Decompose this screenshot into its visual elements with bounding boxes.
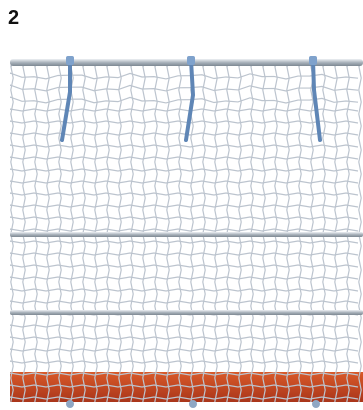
net-horizontal-strand — [10, 336, 359, 340]
net-vertical-strand — [10, 65, 14, 403]
net-vertical-strand — [322, 65, 326, 403]
bottom-anchor-2 — [189, 400, 197, 408]
net-mesh — [10, 65, 362, 403]
net-vertical-strand — [238, 65, 242, 403]
strap-clip-1 — [66, 56, 74, 65]
net-vertical-strand — [70, 65, 74, 403]
net-horizontal-strand — [10, 192, 359, 196]
net-horizontal-strand — [10, 276, 359, 280]
net-vertical-strand — [22, 65, 26, 403]
net-horizontal-strand — [10, 324, 359, 328]
net-vertical-strand — [310, 65, 314, 403]
net-horizontal-strand — [10, 204, 359, 208]
net-vertical-strand — [274, 65, 278, 403]
strap-clip-2 — [187, 56, 195, 65]
net-horizontal-strand — [10, 348, 359, 352]
strap-clips — [66, 56, 317, 65]
net-horizontal-strand — [10, 216, 359, 220]
net-vertical-strand — [58, 65, 62, 403]
net-vertical-strand — [82, 65, 86, 403]
net-horizontal-strand — [10, 108, 359, 112]
net-vertical-strand — [346, 65, 350, 403]
net-horizontal-strand — [10, 360, 359, 364]
net-horizontal-strand — [10, 72, 359, 80]
net-horizontal-strand — [10, 96, 359, 104]
net-vertical-strand — [106, 65, 110, 403]
net-horizontal-strand — [10, 84, 359, 92]
rails — [10, 59, 363, 315]
strap-3 — [311, 58, 322, 142]
middle-rail-2 — [10, 310, 363, 315]
net-horizontal-strand — [10, 240, 359, 244]
bottom-anchor-3 — [312, 400, 320, 408]
net-horizontal-strand — [10, 132, 359, 136]
middle-rail-1 — [10, 232, 363, 237]
step-number: 2 — [8, 7, 20, 29]
net-vertical-strand — [298, 65, 302, 403]
net-horizontal-strand — [10, 180, 359, 184]
net-horizontal-strand — [10, 144, 359, 148]
net-horizontal-strand — [10, 252, 359, 256]
strap-1 — [60, 58, 72, 142]
net-vertical-strand — [262, 65, 266, 403]
net-horizontal-strand — [10, 396, 359, 400]
net-vertical-strand — [178, 65, 182, 403]
net-vertical-strand — [142, 65, 146, 403]
strap-clip-3 — [309, 56, 317, 65]
net-vertical-strand — [166, 65, 170, 403]
net-vertical-strand — [130, 65, 134, 403]
net-horizontal-strand — [10, 156, 359, 160]
net-vertical-strand — [118, 65, 122, 403]
net-vertical-strand — [286, 65, 290, 403]
net-vertical-strand — [334, 65, 338, 403]
top-rail — [10, 59, 363, 66]
net-vertical-strand — [202, 65, 206, 403]
net-vertical-strand — [34, 65, 38, 403]
net-horizontal-strand — [10, 384, 359, 388]
net-vertical-strand — [154, 65, 158, 403]
net-horizontal-strand — [10, 288, 359, 292]
net-vertical-strand — [94, 65, 98, 403]
net-horizontal-strand — [10, 300, 359, 304]
net-vertical-strand — [226, 65, 230, 403]
net-vertical-strand — [358, 65, 362, 403]
bottom-anchor-1 — [66, 400, 74, 408]
net-horizontal-strand — [10, 372, 359, 376]
strap-2 — [184, 58, 196, 142]
net-vertical-strand — [46, 65, 50, 403]
bottom-anchors — [66, 400, 320, 408]
net-horizontal-strand — [10, 168, 359, 172]
straps — [60, 58, 322, 142]
net-horizontal-strand — [10, 264, 359, 268]
net-vertical-strand — [214, 65, 218, 403]
net-vertical-strand — [250, 65, 254, 403]
net-horizontal-strand — [10, 228, 359, 232]
net-horizontal-strand — [10, 120, 359, 124]
